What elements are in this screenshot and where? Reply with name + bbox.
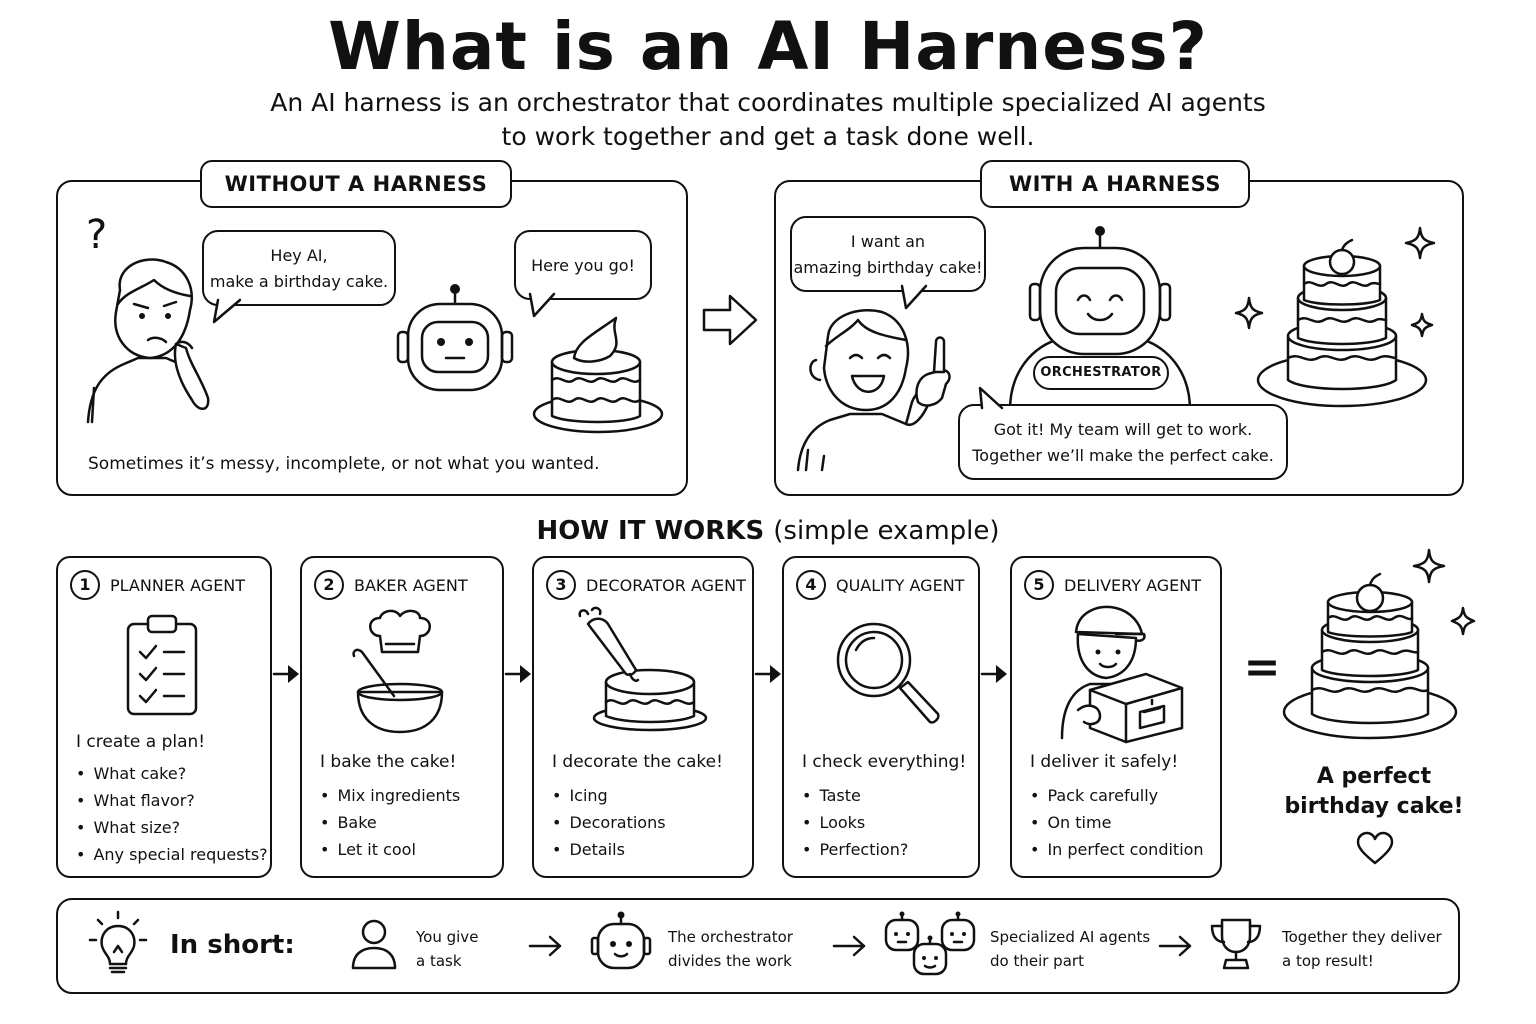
- delivery-agent-card: 5 DELIVERY AGENT I deliver it safely! Pa…: [1010, 556, 1222, 878]
- agent-lead: I decorate the cake!: [552, 752, 723, 772]
- orchestrator-badge: ORCHESTRATOR: [1033, 356, 1169, 390]
- result-caption: A perfect birthday cake!: [1284, 764, 1464, 819]
- agent-bullets: Taste Looks Perfection?: [802, 782, 908, 863]
- delivery-person-icon: [1060, 605, 1184, 744]
- agent-name: DELIVERY AGENT: [1064, 575, 1201, 595]
- agent-bullets: What cake? What flavor? What size? Any s…: [76, 760, 267, 868]
- arrow-right-icon: [272, 665, 299, 683]
- in-short-label: In short:: [170, 930, 295, 960]
- with-harness-label: WITH A HARNESS: [980, 160, 1250, 208]
- agent-lead: I check everything!: [802, 752, 967, 772]
- agent-bullets: Pack carefully On time In perfect condit…: [1030, 782, 1203, 863]
- step-number: 2: [314, 570, 344, 600]
- bubble-tail: [900, 284, 928, 310]
- step-number: 5: [1024, 570, 1054, 600]
- how-it-works-title: HOW IT WORKS (simple example): [536, 516, 1000, 546]
- ai-bubble-without: Here you go!: [514, 230, 652, 300]
- agent-bullets: Icing Decorations Details: [552, 782, 665, 863]
- baker-agent-card: 2 BAKER AGENT I bake the cake! Mix ingre…: [300, 556, 504, 878]
- quality-agent-card: 4 QUALITY AGENT I check everything! Tast…: [782, 556, 980, 878]
- agent-bullets: Mix ingredients Bake Let it cool: [320, 782, 460, 863]
- orchestrator-robot-icon: [1008, 226, 1192, 412]
- step-number: 1: [70, 570, 100, 600]
- agent-lead: I deliver it safely!: [1030, 752, 1179, 772]
- user-bubble-without: Hey AI,make a birthday cake.: [202, 230, 396, 306]
- happy-person-icon: [796, 309, 951, 472]
- agent-name: DECORATOR AGENT: [586, 575, 746, 595]
- lightbulb-icon: [88, 910, 148, 974]
- in-short-panel: [56, 898, 1460, 994]
- step-number: 4: [796, 570, 826, 600]
- sparkle-icon: [1234, 296, 1264, 330]
- robot-group-icon: [884, 911, 976, 976]
- without-harness-label: WITHOUT A HARNESS: [200, 160, 512, 208]
- mixing-bowl-icon: [352, 609, 444, 734]
- sparkle-icon: [1404, 226, 1436, 260]
- bubble-tail: [978, 386, 1004, 410]
- result-cake-icon: [1282, 572, 1458, 740]
- equals-sign: =: [1243, 642, 1281, 693]
- person-icon: [351, 919, 397, 970]
- question-mark: ?: [86, 212, 108, 258]
- sparkle-icon: [1410, 312, 1434, 338]
- agent-lead: I create a plan!: [76, 732, 206, 752]
- agent-name: QUALITY AGENT: [836, 575, 965, 595]
- arrow-right-icon: [504, 665, 531, 683]
- clipboard-checklist-icon: [126, 614, 198, 716]
- arrow-right-icon: [754, 665, 781, 683]
- page-title: What is an AI Harness?: [328, 8, 1208, 85]
- decorator-agent-card: 3 DECORATOR AGENT I decorate the cake! I…: [532, 556, 754, 878]
- planner-agent-card: 1 PLANNER AGENT I create a plan! What ca…: [56, 556, 272, 878]
- sparkle-icon: [1450, 606, 1476, 636]
- arrow-right-icon: [528, 935, 562, 957]
- arrow-right-icon: [1158, 935, 1192, 957]
- agent-name: PLANNER AGENT: [110, 575, 246, 595]
- trophy-icon: [1210, 918, 1262, 970]
- subtitle-line-2: to work together and get a task done wel…: [501, 122, 1035, 151]
- confused-person-icon: [86, 258, 210, 424]
- magnifying-glass-icon: [836, 622, 940, 724]
- heart-icon: [1356, 831, 1394, 865]
- agent-name: BAKER AGENT: [354, 575, 468, 595]
- messy-cake-icon: [532, 316, 664, 434]
- bubble-tail: [528, 292, 556, 318]
- agent-lead: I bake the cake!: [320, 752, 457, 772]
- step-number: 3: [546, 570, 576, 600]
- bubble-tail: [212, 298, 242, 324]
- without-caption: Sometimes it’s messy, incomplete, or not…: [88, 454, 600, 474]
- piping-bag-icon: [578, 606, 708, 732]
- sparkle-icon: [1412, 548, 1446, 584]
- arrow-right-icon: [980, 665, 1007, 683]
- robot-icon: [396, 284, 514, 392]
- perfect-cake-icon: [1256, 238, 1428, 408]
- robot-icon: [590, 911, 652, 970]
- arrow-right-icon: [832, 935, 866, 957]
- arrow-right-icon: [702, 294, 758, 346]
- subtitle-line-1: An AI harness is an orchestrator that co…: [270, 88, 1266, 117]
- ai-bubble-with: Got it! My team will get to work.Togethe…: [958, 404, 1288, 480]
